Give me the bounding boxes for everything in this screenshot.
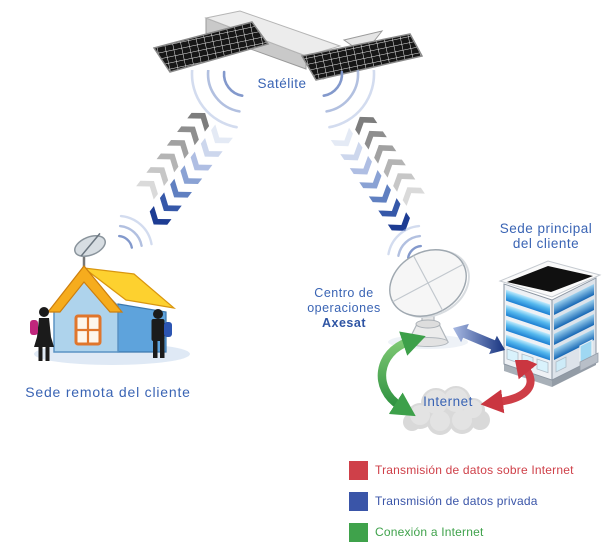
satellite-link-right-icon	[330, 116, 425, 231]
signal-waves-dish-icon	[387, 224, 422, 259]
headquarters-line2: del cliente	[512, 236, 580, 251]
headquarters-label: Sede principal del cliente	[488, 221, 604, 251]
uplink-chevrons-gray	[136, 112, 210, 200]
satellite-icon	[152, 10, 424, 81]
downlink-chevrons-blue	[330, 127, 410, 231]
ops-center-label: Centro de operaciones Axesat	[294, 286, 394, 331]
remote-site-label: Sede remota del cliente	[25, 384, 191, 400]
building-roof-top	[507, 266, 593, 292]
solar-panel-left	[152, 21, 270, 73]
green-connection-arrow-icon	[377, 331, 426, 417]
satellite-body-top	[204, 10, 342, 57]
satellite-link-left-icon	[136, 112, 233, 225]
downlink-chevrons-blue	[149, 124, 233, 225]
ops-center-brand: Axesat	[322, 316, 366, 330]
red-internet-arrow-icon	[480, 360, 538, 414]
remote-house-icon	[30, 232, 190, 365]
backpack-pink	[30, 320, 38, 335]
legend: Transmisión de datos sobre Internet Tran…	[349, 461, 574, 552]
signal-waves-left-icon	[190, 70, 244, 129]
roof-dish-icon	[74, 232, 106, 258]
house-roof-side	[81, 267, 177, 309]
blue-private-arrow-icon	[453, 323, 505, 355]
signal-waves-house-icon	[118, 214, 153, 249]
headquarters-line1: Sede principal	[499, 221, 593, 236]
solar-panel-right	[300, 33, 424, 81]
legend-item-internet-data: Transmisión de datos sobre Internet	[349, 461, 574, 480]
internet-label: Internet	[423, 394, 473, 409]
legend-swatch-red	[349, 461, 368, 480]
building-right-face	[551, 277, 597, 381]
legend-item-private-data: Transmisión de datos privada	[349, 492, 574, 511]
dish-reflector	[389, 249, 470, 319]
house-roof-gable	[46, 265, 124, 313]
legend-label-internet-connection: Conexión a Internet	[375, 525, 484, 539]
building-step	[579, 352, 599, 372]
person-woman-icon	[30, 307, 54, 361]
house-window	[74, 314, 102, 346]
legend-label-private-data: Transmisión de datos privada	[375, 494, 538, 508]
ops-center-line1: Centro de	[314, 286, 374, 300]
ops-center-line2: operaciones	[307, 301, 381, 315]
legend-swatch-green	[349, 523, 368, 542]
satellite-label: Satélite	[257, 76, 307, 91]
legend-label-internet-data: Transmisión de datos sobre Internet	[375, 463, 574, 477]
uplink-chevrons-gray	[355, 116, 425, 206]
internet-cloud-icon	[403, 386, 490, 435]
legend-swatch-blue	[349, 492, 368, 511]
legend-item-internet-connection: Conexión a Internet	[349, 523, 574, 542]
person-man-icon	[151, 309, 172, 358]
signal-waves-right-icon	[322, 70, 376, 129]
backpack-blue	[164, 322, 172, 337]
